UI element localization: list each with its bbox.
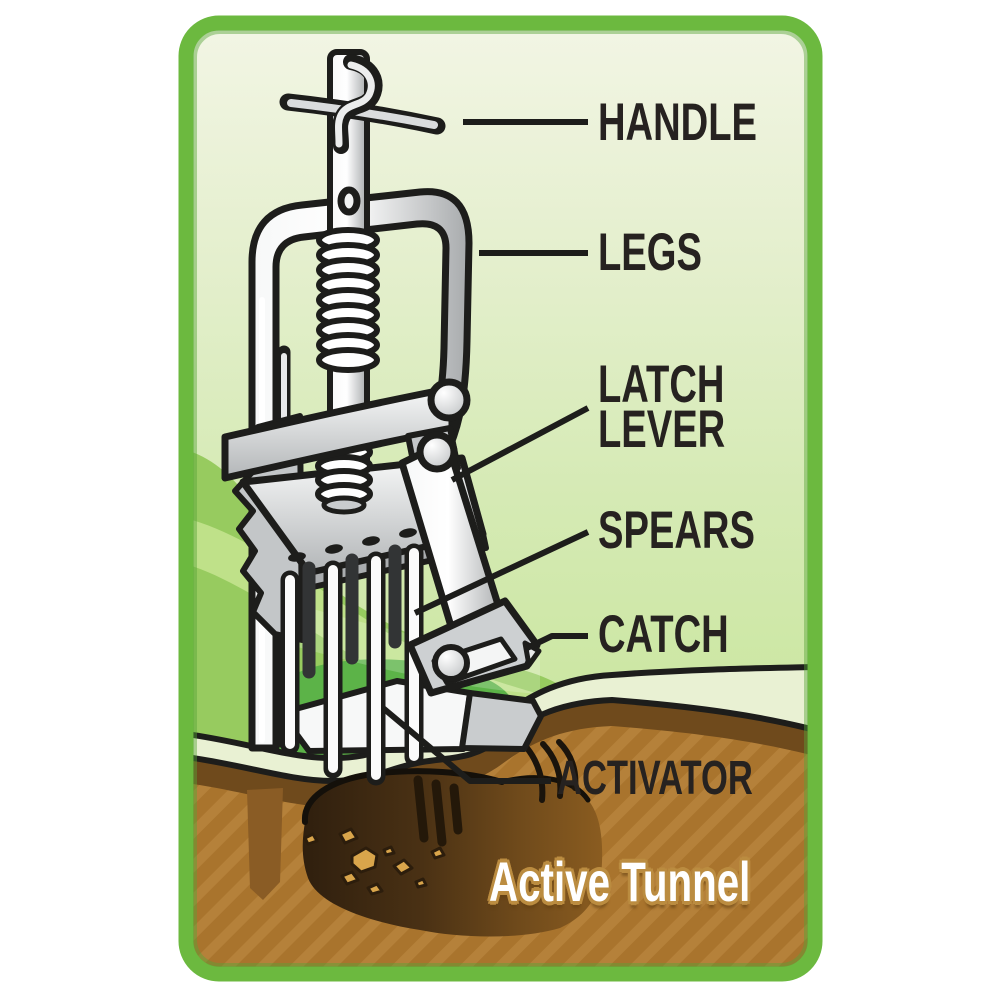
label-spears: SPEARS	[598, 501, 755, 560]
trap-catch	[406, 597, 542, 697]
pebbles	[303, 827, 446, 896]
label-active-tunnel: Active Tunnel	[489, 850, 751, 913]
trap-back-spears	[302, 544, 402, 679]
label-handle: HANDLE	[598, 93, 757, 152]
label-latch-line2: LEVER	[598, 400, 726, 460]
leader-activator	[381, 705, 551, 784]
leader-latch	[450, 405, 590, 483]
root-whiskers	[524, 739, 579, 803]
label-catch: CATCH	[598, 605, 729, 664]
card-frame-inner-edge	[193, 30, 808, 967]
label-latch-line1: LATCH	[598, 355, 725, 414]
label-activator: ACTIVATOR	[557, 752, 753, 805]
label-legs: LEGS	[598, 223, 702, 282]
leader-catch	[525, 633, 588, 651]
label-latch-lever: LATCH LEVER	[598, 355, 726, 460]
mole-trap	[221, 49, 544, 786]
spear-marks	[413, 775, 463, 847]
trap-pivot-ball-upper	[427, 378, 471, 422]
trap-hook	[332, 54, 383, 154]
leader-spears	[413, 529, 590, 616]
card-frame	[178, 15, 823, 982]
trap-pivot-ball-lower	[416, 431, 458, 473]
leader-lines	[381, 119, 590, 784]
trap-spears	[280, 543, 424, 786]
buried-leg-shadow	[247, 788, 283, 900]
shaft-hole	[337, 186, 361, 216]
